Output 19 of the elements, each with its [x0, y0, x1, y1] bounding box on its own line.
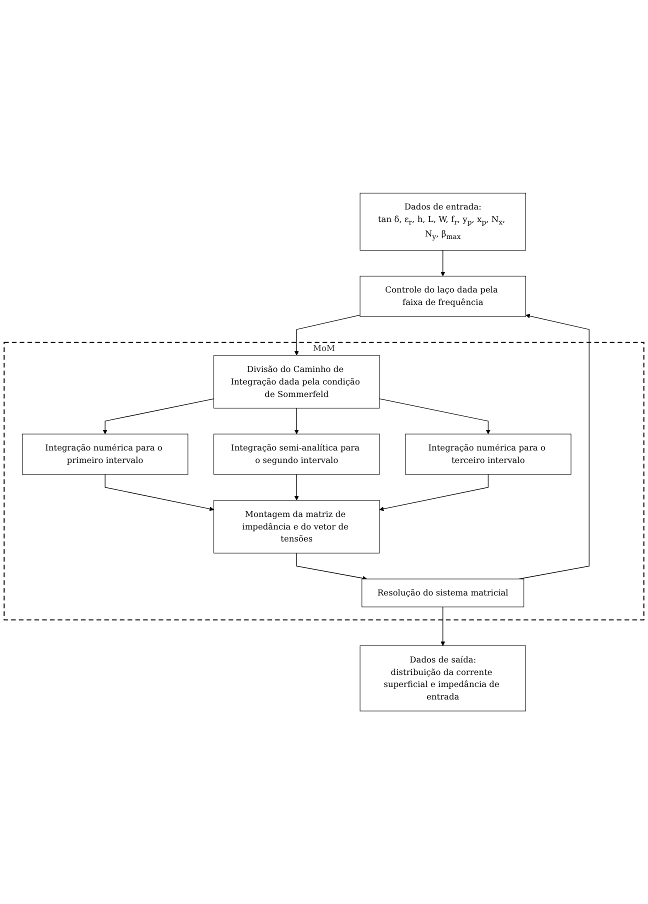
- node-box: Integração numérica para o primeiro intervalo: [22, 434, 188, 475]
- arrow: [294, 408, 299, 434]
- node-box: Integração numérica para o terceiro intervalo: [405, 434, 572, 475]
- node-box: Dados de saída: distribuição da corrente superficial e impedância de entrada: [360, 645, 526, 712]
- arrow: [104, 474, 214, 512]
- arrow: [440, 606, 446, 646]
- arrow: [379, 474, 489, 512]
- arrow: [296, 552, 368, 580]
- node-box: Montagem da matriz de impedância e do vetor de tensões: [214, 500, 380, 554]
- node-box: Integração semi-analítica para o segundo intervalo: [214, 434, 380, 475]
- node-box: Divisão do Caminho de Integração dada pela condição de Sommerfeld: [214, 355, 380, 408]
- arrow: [440, 250, 446, 276]
- node-box: Dados de entrada: tan δ, ε$_{r}$, h, L, W, f$_{r}$, y$_{p}$, x$_{p}$, N$_{x}$, N$_{y}$, β$_{max}$: [360, 192, 526, 250]
- node-box: Controle do laço dada pela faixa de frequência: [360, 276, 526, 317]
- arrow: [294, 314, 360, 356]
- node-box: Resolução do sistema matricial: [362, 578, 524, 608]
- arrow: [379, 398, 490, 434]
- arrow: [294, 474, 299, 500]
- arrow: [102, 398, 214, 434]
